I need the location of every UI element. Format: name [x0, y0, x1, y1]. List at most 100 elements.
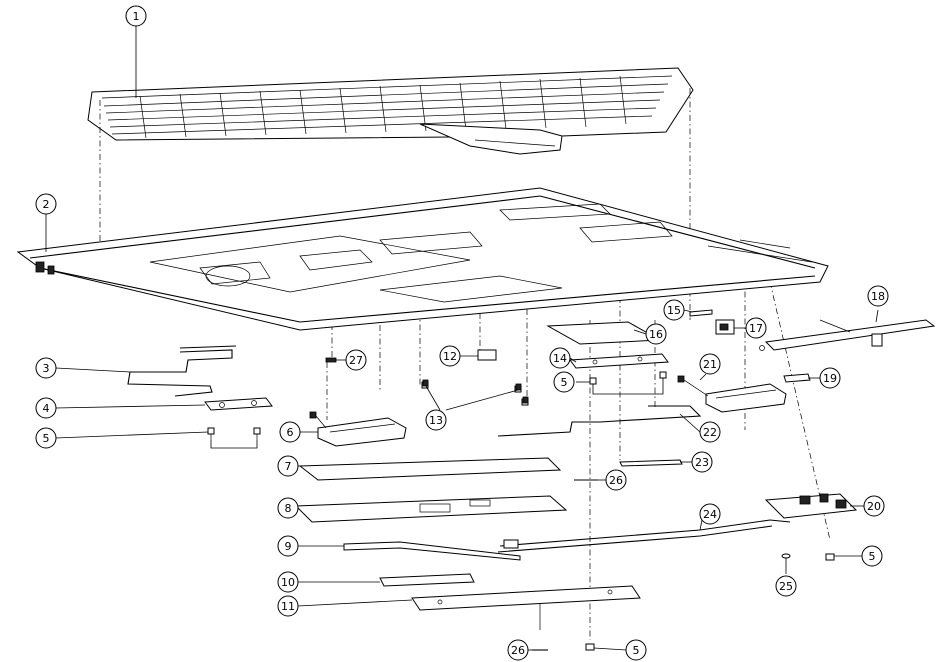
callout-17: 17 — [745, 317, 767, 339]
callout-2: 2 — [35, 193, 57, 215]
callout-5: 5 — [625, 639, 647, 661]
callout-14: 14 — [549, 347, 571, 369]
callout-label: 11 — [281, 600, 295, 613]
callout-circle — [277, 535, 299, 557]
callout-label: 8 — [285, 502, 292, 515]
callout-circle — [507, 639, 529, 661]
callout-circle — [549, 347, 571, 369]
callout-circle — [279, 421, 301, 443]
callout-label: 17 — [749, 322, 763, 335]
callout-circle — [35, 427, 57, 449]
callout-circle — [425, 409, 447, 431]
callout-label: 22 — [703, 426, 717, 439]
callout-26: 26 — [507, 639, 529, 661]
callout-circle — [35, 357, 57, 379]
callout-label: 5 — [633, 644, 640, 657]
cable-short-part — [689, 309, 713, 317]
flex-cable-part — [127, 345, 237, 397]
callout-circle — [691, 451, 713, 473]
callout-circle — [867, 285, 889, 307]
callout-circle — [699, 353, 721, 375]
callout-13: 13 — [425, 409, 447, 431]
callout-1: 1 — [125, 5, 147, 27]
callout-12: 12 — [439, 345, 461, 367]
callout-label: 3 — [43, 362, 50, 375]
touchpad-cable-part — [343, 541, 521, 561]
callout-5: 5 — [35, 427, 57, 449]
callout-label: 15 — [667, 304, 681, 317]
callout-label: 26 — [511, 644, 525, 657]
callout-18: 18 — [867, 285, 889, 307]
strip-part — [532, 479, 598, 651]
callout-5: 5 — [553, 371, 575, 393]
ffc-cable-part — [497, 519, 791, 553]
callout-22: 22 — [699, 421, 721, 443]
callout-label: 26 — [609, 474, 623, 487]
callout-27: 27 — [345, 349, 367, 371]
standoff-part — [422, 379, 529, 404]
touchpad-board-part — [294, 495, 568, 523]
callout-11: 11 — [277, 595, 299, 617]
cable-board-part — [759, 319, 936, 351]
callout-label: 20 — [867, 500, 881, 513]
callout-circle — [625, 639, 647, 661]
callout-circle — [663, 299, 685, 321]
callout-circle — [125, 5, 147, 27]
callout-label: 23 — [695, 456, 709, 469]
callout-circle — [553, 371, 575, 393]
callout-circle — [345, 349, 367, 371]
callout-circle — [863, 495, 885, 517]
callout-circle — [439, 345, 461, 367]
mylar-small-part — [783, 373, 811, 383]
callout-circle — [605, 469, 627, 491]
cable-long-part — [497, 405, 702, 437]
pad-part — [477, 349, 497, 361]
callout-label: 5 — [869, 550, 876, 563]
connector-part — [715, 319, 735, 335]
callout-label: 16 — [649, 328, 663, 341]
top-cover-part — [16, 187, 829, 331]
speaker-right-part — [677, 375, 787, 413]
callout-8: 8 — [277, 497, 299, 519]
callout-label: 1 — [133, 10, 140, 23]
callout-label: 5 — [43, 432, 50, 445]
callout-26: 26 — [605, 469, 627, 491]
callout-circle — [35, 193, 57, 215]
callout-circle — [699, 503, 721, 525]
keyboard-part — [87, 67, 694, 155]
callout-19: 19 — [819, 367, 841, 389]
touchpad-sheet-part — [298, 457, 562, 481]
callout-circle — [775, 575, 797, 597]
leader-lines — [45, 26, 879, 651]
callout-7: 7 — [277, 455, 299, 477]
callout-label: 6 — [287, 426, 294, 439]
callout-label: 5 — [561, 376, 568, 389]
callout-label: 24 — [703, 508, 717, 521]
callout-4: 4 — [35, 397, 57, 419]
callout-24: 24 — [699, 503, 721, 525]
callout-5: 5 — [861, 545, 883, 567]
callout-label: 4 — [43, 402, 50, 415]
callout-circle — [861, 545, 883, 567]
callout-20: 20 — [863, 495, 885, 517]
speaker-left-part — [309, 411, 407, 447]
callout-15: 15 — [663, 299, 685, 321]
io-board-part — [764, 493, 858, 519]
touchpad-button-part — [379, 573, 475, 587]
callout-label: 13 — [429, 414, 443, 427]
mylar-strip-part — [619, 459, 683, 467]
callout-21: 21 — [699, 353, 721, 375]
pad-small-part — [325, 357, 337, 363]
callout-circle — [277, 571, 299, 593]
callout-circle — [277, 595, 299, 617]
callout-9: 9 — [277, 535, 299, 557]
callout-label: 25 — [779, 580, 793, 593]
callout-10: 10 — [277, 571, 299, 593]
callout-circle — [645, 323, 667, 345]
touchpad-button-board-part — [411, 585, 641, 630]
callout-25: 25 — [775, 575, 797, 597]
callout-label: 9 — [285, 540, 292, 553]
callout-label: 18 — [871, 290, 885, 303]
callout-16: 16 — [645, 323, 667, 345]
